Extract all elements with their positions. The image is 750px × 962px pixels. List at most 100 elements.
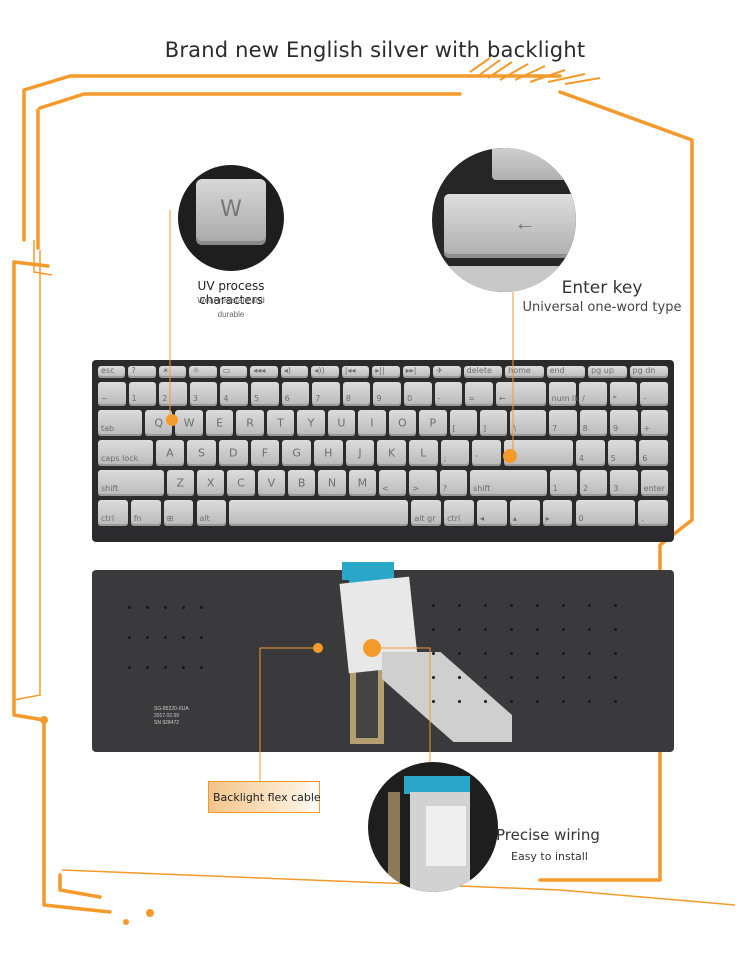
mounting-hole xyxy=(458,700,461,703)
wiring-callout-subtitle: Easy to install xyxy=(511,850,588,863)
key: Z xyxy=(166,470,194,496)
key: shift xyxy=(98,470,164,496)
key: ◂ xyxy=(477,500,507,526)
uv-callout-title: UV process characters xyxy=(197,279,265,307)
mounting-hole xyxy=(200,606,203,609)
key: alt xyxy=(196,500,227,526)
mounting-hole xyxy=(182,606,185,609)
mounting-hole xyxy=(128,606,131,609)
key: A xyxy=(155,440,185,466)
key: ctrl xyxy=(444,500,474,526)
key: H xyxy=(313,440,343,466)
key: E xyxy=(205,410,234,436)
mounting-hole xyxy=(510,604,513,607)
key: - xyxy=(640,382,668,406)
key: S xyxy=(187,440,216,466)
mounting-hole xyxy=(200,666,203,669)
key: 2 xyxy=(159,382,187,406)
mounting-hole xyxy=(432,628,435,631)
key: L xyxy=(409,440,438,466)
key: enter xyxy=(640,470,668,496)
enter-key-symbol: ← xyxy=(514,210,536,235)
flex-callout-title: Backlight flex cable xyxy=(213,791,321,804)
key: ▸▸| xyxy=(402,366,431,378)
mounting-hole xyxy=(200,636,203,639)
mounting-hole xyxy=(588,604,591,607)
mounting-hole xyxy=(432,604,435,607)
key: [ xyxy=(449,410,477,436)
mounting-hole xyxy=(614,604,617,607)
mounting-hole xyxy=(588,676,591,679)
key: caps lock xyxy=(98,440,153,466)
mounting-hole xyxy=(164,666,167,669)
wiring-zoom xyxy=(368,762,498,892)
key: ? xyxy=(128,366,156,378)
mounting-hole xyxy=(484,700,487,703)
key: 9 xyxy=(610,410,638,436)
enter-callout-subtitle: Universal one-word type xyxy=(522,300,682,315)
key: > xyxy=(409,470,437,496)
key: F xyxy=(250,440,280,466)
mounting-hole xyxy=(128,636,131,639)
key: I xyxy=(358,410,386,436)
print-line-3: SN 928472 xyxy=(154,720,180,726)
flex-callout-box: Backlight flex cable xyxy=(208,781,321,813)
mounting-hole xyxy=(614,652,617,655)
key: esc xyxy=(98,366,126,378)
key: tab xyxy=(98,410,142,436)
mounting-hole xyxy=(458,652,461,655)
key: * xyxy=(609,382,638,406)
key: ▸ xyxy=(542,500,573,526)
mounting-hole xyxy=(484,652,487,655)
key: 4 xyxy=(220,382,249,406)
mounting-hole xyxy=(510,652,513,655)
print-line-2: 2017.02.09 xyxy=(154,713,180,719)
key: - xyxy=(434,382,463,406)
main-flex-connector xyxy=(342,562,394,580)
key: W xyxy=(175,410,203,436)
key: pg dn xyxy=(629,366,668,378)
key: V xyxy=(257,470,285,496)
key: ☼ xyxy=(189,366,217,378)
key: pg up xyxy=(588,366,627,378)
mounting-hole xyxy=(484,676,487,679)
mounting-hole xyxy=(182,636,185,639)
key: 7 xyxy=(312,382,340,406)
key: / xyxy=(579,382,607,406)
key: end xyxy=(546,366,586,378)
mounting-hole xyxy=(484,628,487,631)
uv-callout-line2: durable xyxy=(217,310,245,319)
key: X xyxy=(196,470,225,496)
page-title: Brand new English silver with backlight xyxy=(164,38,586,62)
key: 6 xyxy=(639,440,668,466)
key xyxy=(229,500,409,526)
mounting-hole xyxy=(536,700,539,703)
key: 3 xyxy=(610,470,638,496)
key: fn xyxy=(130,500,161,526)
key: U xyxy=(327,410,356,436)
key: 4 xyxy=(575,440,605,466)
key: R xyxy=(236,410,264,436)
key: 3 xyxy=(189,382,218,406)
uv-callout-line1: Wear-resistant and xyxy=(197,296,265,305)
mounting-hole xyxy=(588,628,591,631)
key: ? xyxy=(439,470,468,496)
underside-print: SG-85220-XUA 2017.02.09 SN 928472 xyxy=(154,706,189,727)
key: . xyxy=(638,500,668,526)
key: alt gr xyxy=(411,500,442,526)
key: 5 xyxy=(251,382,279,406)
mounting-hole xyxy=(588,700,591,703)
mounting-hole xyxy=(458,604,461,607)
key: N xyxy=(318,470,346,496)
mounting-hole xyxy=(562,676,565,679)
key: num lk xyxy=(548,382,579,406)
key: ◂) xyxy=(280,366,309,378)
key: Y xyxy=(297,410,325,436)
wiring-callout-title: Precise wiring xyxy=(496,826,600,844)
mounting-hole xyxy=(146,666,149,669)
key: ✈ xyxy=(433,366,461,378)
key: ⊞ xyxy=(163,500,194,526)
